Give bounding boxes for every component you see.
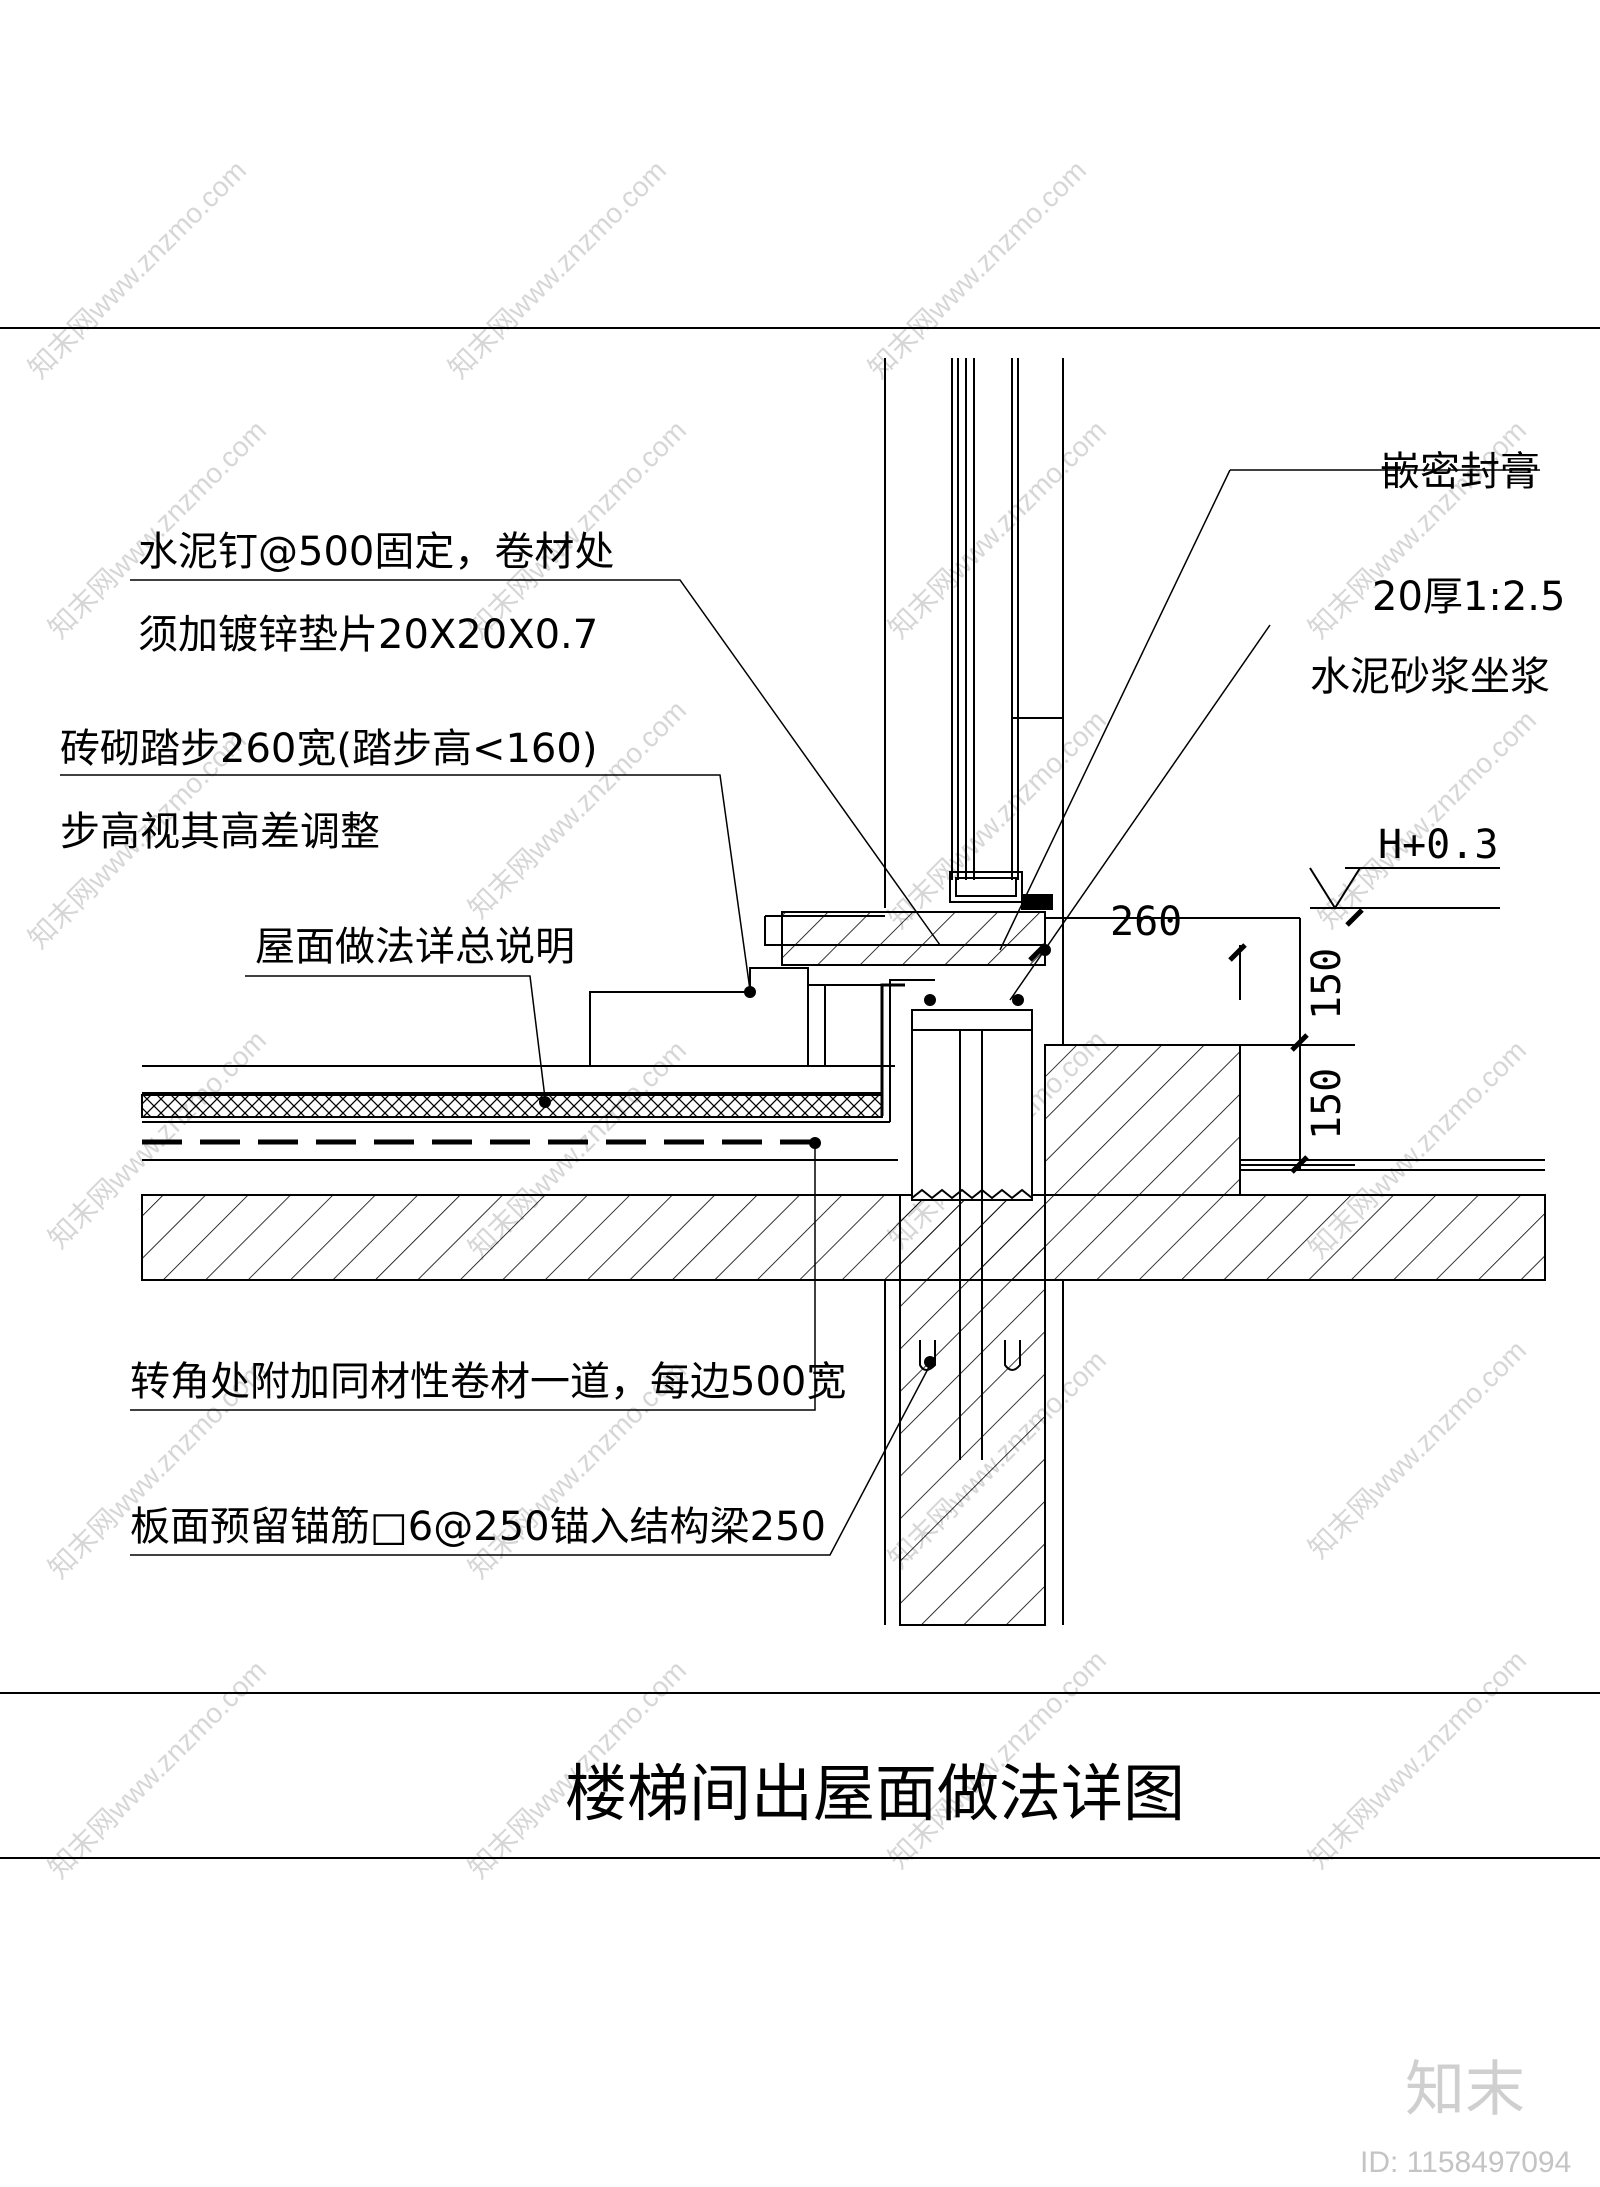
label-sealant: 嵌密封膏 (1380, 449, 1540, 495)
structural-slab (141, 1194, 1546, 1281)
label-cement-nail-line2: 须加镀锌垫片20X20X0.7 (138, 612, 598, 658)
threshold-slab (764, 911, 1046, 966)
label-mortar-line1: 20厚1:2.5 (1372, 574, 1565, 620)
watermark-text: 知末网www.znzmo.com (1302, 1644, 1532, 1874)
dim-elevation: H+0.3 (1378, 822, 1498, 868)
watermark-text: 知末网www.znzmo.com (42, 1654, 272, 1884)
brick-step (589, 967, 905, 1066)
label-roof-spec: 屋面做法详总说明 (255, 924, 575, 970)
label-anchor-bar: 板面预留锚筋□6@250锚入结构梁250 (130, 1504, 826, 1550)
dim-step-height-upper: 150 (1304, 948, 1350, 1020)
drawing-frame (0, 327, 1600, 1859)
concrete-beam (884, 1009, 1241, 1626)
watermark-text: 知末网www.znzmo.com (1302, 1334, 1532, 1564)
dim-step-width: 260 (1110, 899, 1182, 945)
watermark-text: 知末网www.znzmo.com (862, 154, 1092, 384)
roof-layers (141, 979, 935, 1161)
watermark-text: 知末网www.znzmo.com (22, 154, 252, 384)
drawing-title: 楼梯间出屋面做法详图 (565, 1757, 1185, 1830)
leader-dots (539, 944, 1051, 1368)
watermark-text: 知末网www.znzmo.com (442, 154, 672, 384)
label-brick-step-line1: 砖砌踏步260宽(踏步高<160) (60, 726, 597, 772)
dim-step-height-lower: 150 (1304, 1068, 1350, 1140)
label-brick-step-line2: 步高视其高差调整 (60, 809, 380, 855)
watermark-text: 知末网www.znzmo.com (1312, 704, 1542, 934)
window-frame (884, 358, 1064, 1045)
label-mortar-line2: 水泥砂浆坐浆 (1310, 654, 1550, 700)
image-id: ID: 1158497094 (1360, 2146, 1571, 2179)
leader-lines (60, 469, 1540, 1556)
label-corner-membrane: 转角处附加同材性卷材一道，每边500宽 (130, 1359, 846, 1405)
label-cement-nail-line1: 水泥钉@500固定，卷材处 (138, 529, 614, 575)
dimension-lines (1028, 867, 1500, 1174)
watermark-text: 知末网www.znzmo.com (882, 704, 1112, 934)
watermark-text: 知末网www.znzmo.com (882, 414, 1112, 644)
brand-logo: 知末 (1405, 2055, 1525, 2125)
